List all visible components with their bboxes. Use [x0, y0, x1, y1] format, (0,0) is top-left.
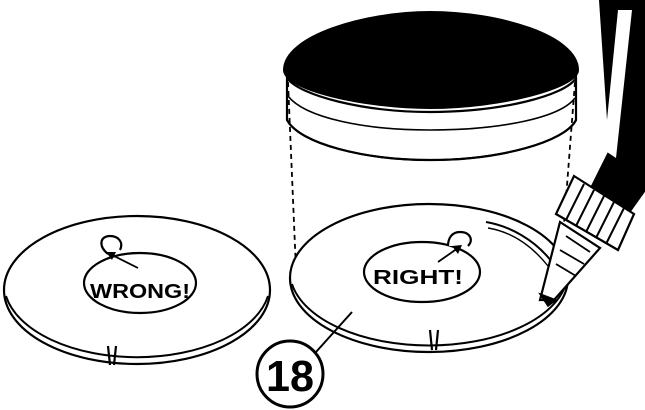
- ring-wrong-arrow: [109, 253, 139, 269]
- ring-wrong: WRONG!: [2, 214, 272, 366]
- step-leader-line: [315, 311, 353, 353]
- bottle-cap-ribs: [565, 183, 625, 245]
- step-badge: 18: [255, 311, 353, 409]
- ring-right: RIGHT!: [288, 202, 570, 354]
- bottle-nozzle-ribs: [555, 235, 591, 277]
- glue-bottle: [538, 0, 645, 308]
- ring-wrong-keyhole: [100, 234, 123, 255]
- ring-wrong-notch: [106, 345, 118, 366]
- cup-band-line-2: [287, 95, 576, 131]
- ring-right-arrow: [437, 247, 459, 263]
- right-label: RIGHT!: [373, 267, 463, 289]
- cup-wall-right: [561, 81, 576, 251]
- cup-wall-left: [287, 81, 297, 271]
- ring-right-notch: [428, 329, 440, 351]
- cup-band-line: [286, 119, 577, 162]
- ring-right-edge: [291, 283, 567, 347]
- ring-wrong-arrowhead: [106, 252, 116, 260]
- wrong-label: WRONG!: [90, 281, 190, 303]
- glue-bead: [485, 221, 553, 263]
- cup-rim-inner: [282, 10, 580, 110]
- ring-wrong-edge: [5, 295, 269, 359]
- cup: [282, 10, 580, 271]
- bottle-highlight: [604, 10, 632, 158]
- step-number: 18: [266, 352, 314, 401]
- glue-bead-2: [487, 227, 549, 267]
- bottle-nozzle-tip: [538, 292, 558, 308]
- ring-right-keyhole: [446, 230, 472, 247]
- ring-right-arrowhead: [452, 245, 462, 254]
- step-circle: [255, 339, 325, 409]
